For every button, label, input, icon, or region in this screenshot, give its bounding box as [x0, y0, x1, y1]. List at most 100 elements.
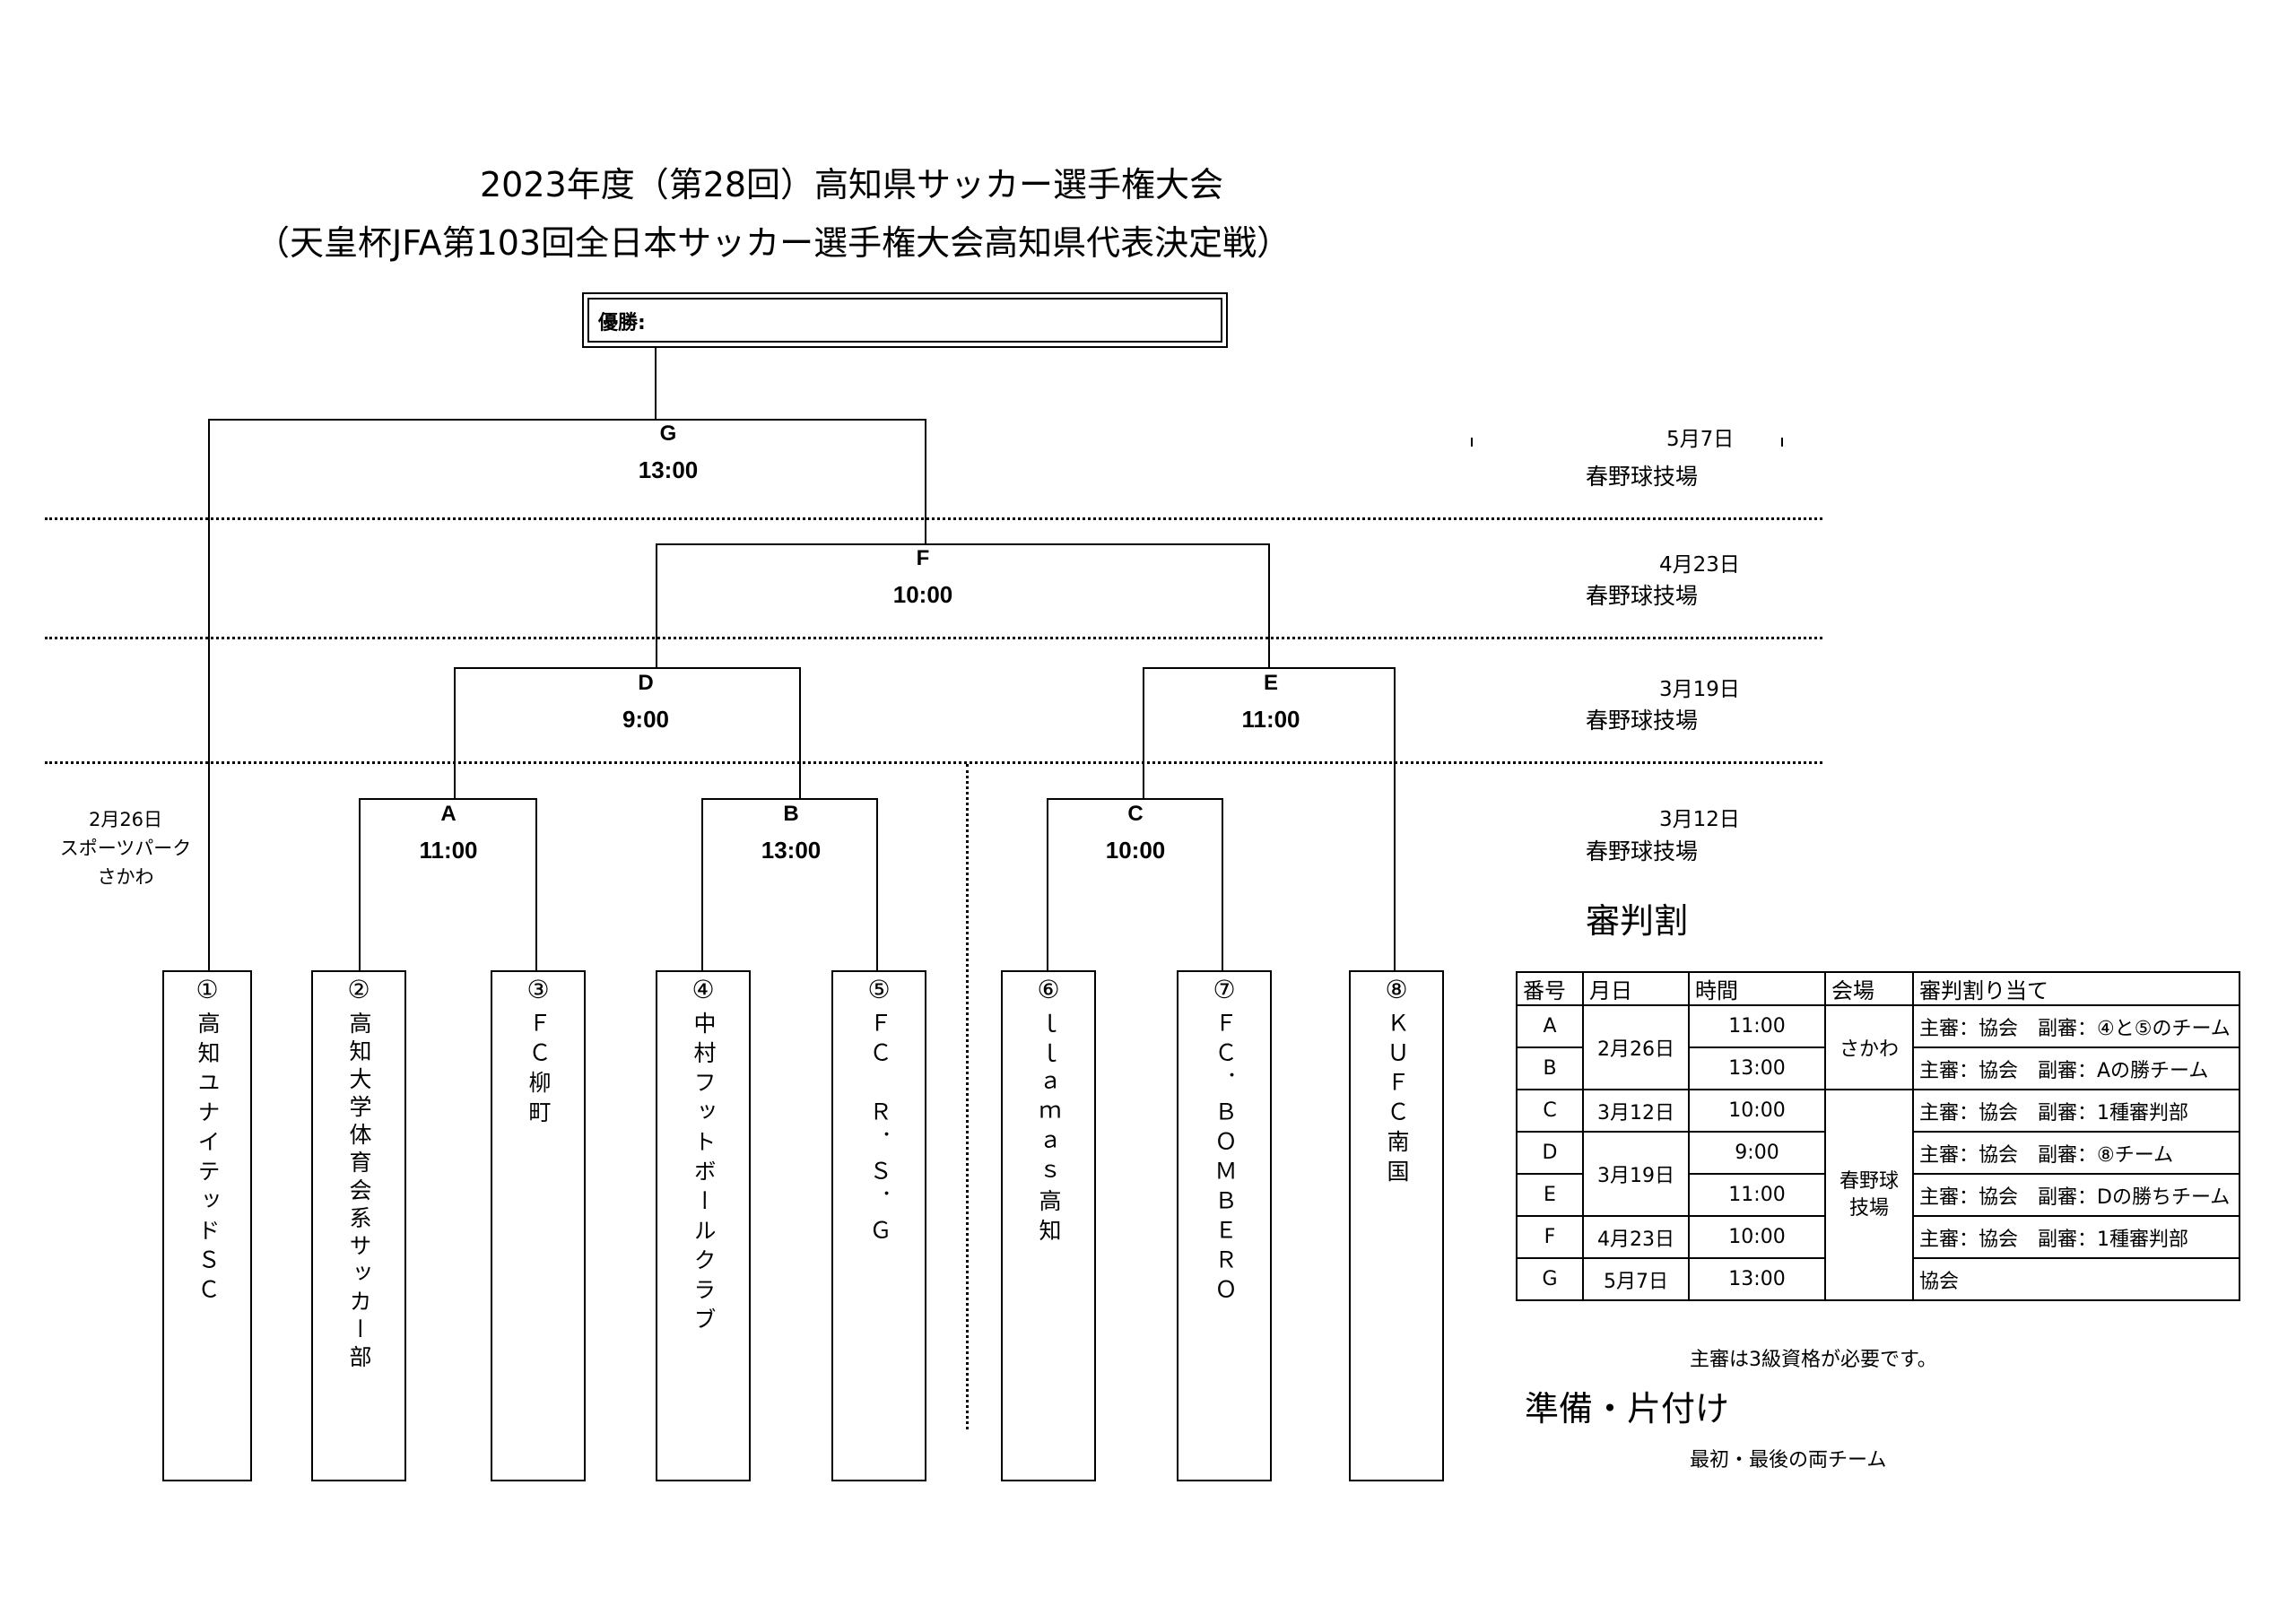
cell-assign: 主審：協会 副審：④と⑤のチーム [1912, 1004, 2240, 1048]
cell-no: F [1516, 1215, 1584, 1259]
page-subtitle: （天皇杯JFA第103回全日本サッカー選手権大会高知県代表決定戦） [256, 223, 1292, 263]
match-letter: G [659, 421, 677, 446]
team-number: ① [196, 975, 219, 1004]
cell-venue: 春野球技場 [1824, 1089, 1914, 1301]
match-G: G 13:00 [578, 421, 758, 486]
prep-heading: 準備・片付け [1525, 1389, 1730, 1429]
table-row: E 11:00 主審：協会 副審：Dの勝ちチーム [1516, 1173, 2240, 1217]
referee-table: 番号 月日 時間 会場 審判割り当て A 2月26日 11:00 さかわ 主審：… [1516, 971, 2240, 1301]
team-number: ⑦ [1213, 975, 1236, 1004]
match-E: E 11:00 [1181, 671, 1361, 735]
column-header: 番号 [1516, 971, 1584, 1006]
cell-date: 3月19日 [1582, 1131, 1690, 1217]
cell-assign: 主審：協会 副審：Aの勝チーム [1912, 1046, 2240, 1090]
cell-assign: 主審：協会 副審：1種審判部 [1912, 1089, 2240, 1133]
table-row: C 3月12日 10:00 春野球技場 主審：協会 副審：1種審判部 [1516, 1089, 2240, 1301]
cell-no: A [1516, 1004, 1584, 1048]
team-name: ＦＣ．ＢＯＭＢＥＲＯ [1212, 1012, 1238, 1307]
table-row: G 5月7日 13:00 協会 [1516, 1257, 2240, 1301]
cell-no: E [1516, 1173, 1584, 1217]
first-round-info: 2月26日 スポーツパーク さかわ [54, 805, 197, 891]
team-name: ｌｌａｍａｓ高知 [1036, 1012, 1062, 1248]
match-time: 11:00 [419, 837, 478, 864]
table-row: B 13:00 主審：協会 副審：Aの勝チーム [1516, 1046, 2240, 1090]
team-number: ② [347, 975, 370, 1004]
match-B: B 13:00 [701, 802, 881, 866]
cell-date: 5月7日 [1582, 1257, 1690, 1301]
team-box: ⑥ ｌｌａｍａｓ高知 [1001, 970, 1096, 1481]
referee-heading: 審判割 [1586, 901, 1689, 941]
page-title: 2023年度（第28回）高知県サッカー選手権大会 [480, 165, 1224, 204]
round-venue: 春野球技場 [1586, 838, 1699, 864]
round-divider [45, 637, 1822, 639]
cell-date: 2月26日 [1582, 1004, 1690, 1090]
table-row: A 2月26日 11:00 さかわ 主審：協会 副審：④と⑤のチーム [1516, 1004, 2240, 1090]
round-divider [45, 761, 1822, 764]
team-number: ③ [526, 975, 550, 1004]
team-number: ④ [691, 975, 715, 1004]
tick-mark [1471, 438, 1473, 447]
team-box: ① 高知ユナイテッドＳＣ [162, 970, 252, 1481]
match-time: 13:00 [761, 837, 822, 864]
match-letter: F [916, 546, 930, 570]
team-number: ⑤ [867, 975, 891, 1004]
winner-box: 優勝: [582, 292, 1228, 348]
team-name: ＫＵＦＣ南国 [1384, 1012, 1410, 1189]
round-venue: 春野球技場 [1586, 708, 1699, 734]
table-row: D 3月19日 9:00 主審：協会 副審：⑧チーム [1516, 1131, 2240, 1217]
cell-time: 11:00 [1688, 1173, 1826, 1217]
column-header: 審判割り当て [1912, 971, 2240, 1006]
match-C: C 10:00 [1046, 802, 1225, 866]
team-box: ④ 中村フットボールクラブ [656, 970, 751, 1481]
round-date: 4月23日 [1659, 553, 1740, 577]
winner-label: 優勝: [598, 312, 646, 334]
match-F: F 10:00 [833, 546, 1013, 611]
first-round-date: 2月26日 [88, 809, 163, 830]
column-header: 時間 [1688, 971, 1826, 1006]
cell-time: 9:00 [1688, 1131, 1826, 1175]
team-box: ⑦ ＦＣ．ＢＯＭＢＥＲＯ [1177, 970, 1272, 1481]
team-number: ⑥ [1037, 975, 1060, 1004]
column-header: 月日 [1582, 971, 1690, 1006]
tick-mark [1781, 438, 1783, 447]
team-name: ＦＣ Ｒ．Ｓ．Ｇ [866, 1012, 892, 1248]
round-venue: 春野球技場 [1586, 583, 1699, 609]
match-letter: C [1127, 802, 1144, 826]
team-name: ＦＣ柳町 [526, 1012, 552, 1130]
cell-venue: さかわ [1824, 1004, 1914, 1090]
match-D: D 9:00 [556, 671, 735, 735]
team-name: 高知ユナイテッドＳＣ [195, 1012, 221, 1307]
match-letter: E [1263, 671, 1278, 695]
match-A: A 11:00 [359, 802, 538, 866]
table-header-row: 番号 月日 時間 会場 審判割り当て [1516, 971, 2240, 1006]
cell-assign: 主審：協会 副審：Dの勝ちチーム [1912, 1173, 2240, 1217]
match-time: 9:00 [622, 706, 670, 733]
cell-assign: 主審：協会 副審：1種審判部 [1912, 1215, 2240, 1259]
referee-note: 主審は3級資格が必要です。 [1690, 1349, 1937, 1371]
first-round-venue: スポーツパーク [59, 838, 192, 859]
match-time: 10:00 [1105, 837, 1166, 864]
round-date: 3月12日 [1659, 808, 1740, 831]
match-time: 10:00 [892, 581, 953, 608]
round-date: 3月19日 [1659, 678, 1740, 701]
team-number: ⑧ [1385, 975, 1408, 1004]
match-letter: B [783, 802, 799, 826]
table-row: F 4月23日 10:00 主審：協会 副審：1種審判部 [1516, 1215, 2240, 1259]
match-time: 11:00 [1241, 706, 1300, 733]
cell-no: C [1516, 1089, 1584, 1133]
round-divider [45, 517, 1822, 520]
prep-text: 最初・最後の両チーム [1690, 1449, 1887, 1472]
match-letter: A [440, 802, 457, 826]
team-box: ③ ＦＣ柳町 [491, 970, 586, 1481]
round-venue: 春野球技場 [1586, 464, 1699, 490]
cell-venue-text: 春野球技場 [1839, 1169, 1899, 1220]
cell-time: 10:00 [1688, 1215, 1826, 1259]
cell-no: B [1516, 1046, 1584, 1090]
match-letter: D [638, 671, 654, 695]
cell-no: G [1516, 1257, 1584, 1301]
cell-time: 10:00 [1688, 1089, 1826, 1133]
round-date: 5月7日 [1666, 428, 1735, 451]
team-name: 高知大学体育会系サッカー部 [346, 1012, 372, 1373]
cell-date: 3月12日 [1582, 1089, 1690, 1133]
cell-date: 4月23日 [1582, 1215, 1690, 1259]
